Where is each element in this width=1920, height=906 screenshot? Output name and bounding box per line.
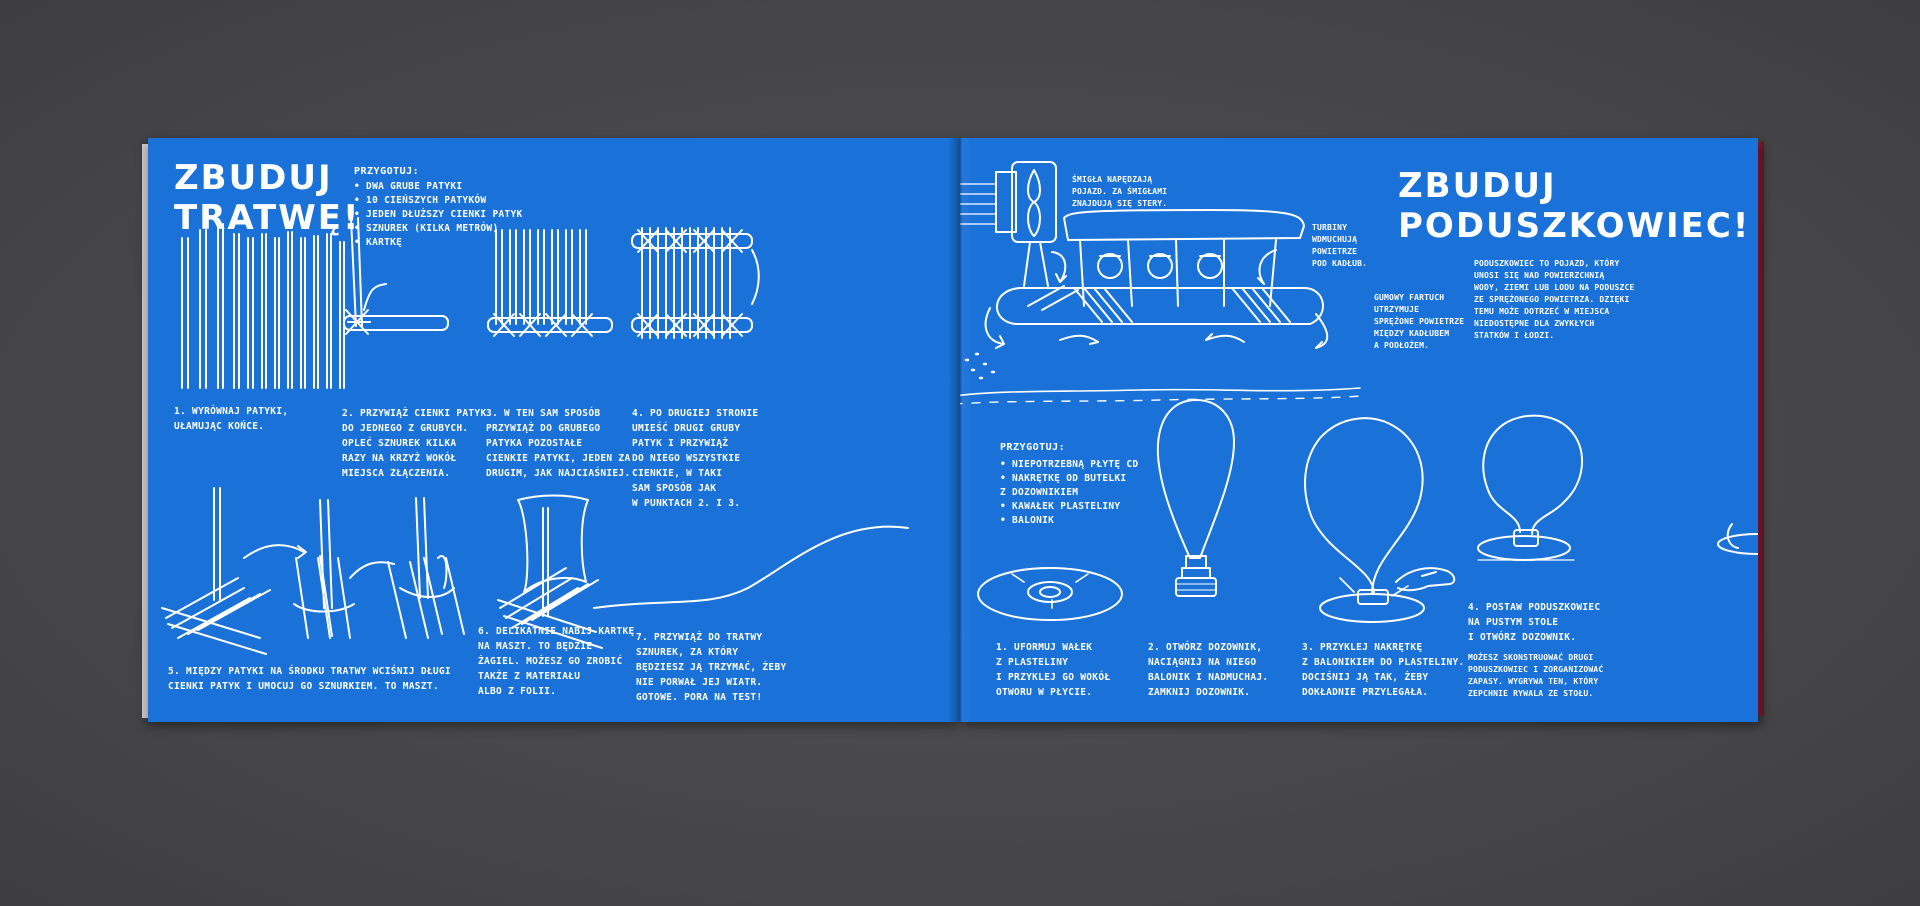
raft-illustrations — [161, 217, 909, 655]
raft-step-5: 5. MIĘDZY PATYKI NA ŚRODKU TRATWY WCIŚNI… — [168, 666, 451, 692]
left-page-edge — [142, 144, 150, 718]
right-page-hovercraft: ZBUDUJ PODUSZKOWIEC! PODUSZKOWIEC TO POJ… — [960, 138, 1758, 722]
tie-first-stick-illustration — [343, 217, 449, 335]
annotation-propellers: ŚMIGŁA NAPĘDZAJĄ POJAZD. ZA ŚMIGŁAMI ZNA… — [1072, 175, 1168, 208]
raft-materials-list: DWA GRUBE PATYKI 10 CIEŃSZYCH PATYKÓW JE… — [354, 180, 523, 250]
tie-remaining-sticks-illustration — [487, 229, 613, 337]
open-booklet: ZBUDUJ TRATWĘ! PRZYGOTUJ: DWA GRUBE PATY… — [142, 134, 1768, 724]
list-item: BALONIK — [1000, 514, 1138, 528]
aligned-sticks-illustration — [181, 223, 345, 389]
hovercraft-intro: PODUSZKOWIEC TO POJAZD, KTÓRY UNOSI SIĘ … — [1474, 259, 1635, 340]
book-spine-gutter — [948, 138, 972, 722]
hovercraft-step-1: 1. UFORMUJ WAŁEK Z PLASTELINY I PRZYKLEJ… — [996, 642, 1111, 698]
raft-prepare-header: PRZYGOTUJ: — [354, 166, 420, 177]
hovercraft-prepare-header: PRZYGOTUJ: — [1000, 442, 1066, 453]
hovercraft-materials-list: NIEPOTRZEBNĄ PŁYTĘ CD NAKRĘTKĘ OD BUTELK… — [1000, 458, 1138, 528]
raft-title: ZBUDUJ TRATWĘ! — [174, 158, 360, 238]
hovercraft-diagram — [960, 161, 1363, 405]
raft-step-7: 7. PRZYWIĄŻ DO TRATWY SZNUREK, ZA KTÓRY … — [636, 632, 787, 703]
list-item: KARTKĘ — [354, 236, 523, 250]
raft-title-line-1: ZBUDUJ — [174, 158, 333, 198]
list-item: KAWAŁEK PLASTELINY — [1000, 500, 1138, 514]
raft-with-sail-illustration — [497, 494, 909, 649]
hovercraft-illustrations — [960, 161, 1758, 623]
right-page-edge — [1756, 142, 1764, 716]
hovercraft-step-2: 2. OTWÓRZ DOZOWNIK, NACIĄGNIJ NA NIEGO B… — [1148, 642, 1269, 698]
cd-with-plasticine-illustration — [977, 567, 1123, 621]
annotation-rubber-skirt: GUMOWY FARTUCH UTRZYMUJE SPRĘŻONE POWIET… — [1374, 293, 1465, 350]
left-page-raft: ZBUDUJ TRATWĘ! PRZYGOTUJ: DWA GRUBE PATY… — [148, 138, 960, 722]
list-item: NIEPOTRZEBNĄ PŁYTĘ CD — [1000, 458, 1138, 472]
raft-step-4: 4. PO DRUGIEJ STRONIE UMIEŚĆ DRUGI GRUBY… — [632, 408, 759, 509]
raft-step-3: 3. W TEN SAM SPOSÓB PRZYWIĄŻ DO GRUBEGO … — [486, 408, 631, 479]
raft-step-2: 2. PRZYWIĄŻ CIENKI PATYK DO JEDNEGO Z GR… — [342, 408, 487, 479]
hovercraft-title: ZBUDUJ PODUSZKOWIEC! — [1398, 166, 1750, 246]
raft-step-1: 1. WYRÓWNAJ PATYKI, UŁAMUJĄC KOŃCE. — [174, 406, 289, 432]
hovercraft-extra-note: MOŻESZ SKONSTRUOWAĆ DRUGI PODUSZKOWIEC I… — [1468, 653, 1604, 698]
list-item: NAKRĘTKĘ OD BUTELKI Z DOZOWNIKIEM — [1000, 472, 1138, 500]
second-thick-stick-illustration — [631, 227, 760, 339]
hovercraft-title-line-2: PODUSZKOWIEC! — [1398, 206, 1751, 246]
annotation-turbines: TURBINY WDMUCHUJĄ POWIETRZE POD KADŁUB. — [1312, 223, 1368, 268]
finished-hovercraft-illustration — [1477, 414, 1758, 561]
hovercraft-step-3: 3. PRZYKLEJ NAKRĘTKĘ Z BALONIKIEM DO PLA… — [1302, 642, 1465, 698]
list-item: 10 CIEŃSZYCH PATYKÓW — [354, 194, 523, 208]
list-item: JEDEN DŁUŻSZY CIENKI PATYK — [354, 208, 523, 222]
raft-title-line-2: TRATWĘ! — [174, 198, 361, 238]
raft-step-6: 6. DELIKATNIE NABIJ KARTKĘ NA MASZT. TO … — [478, 626, 635, 697]
list-item: DWA GRUBE PATYKI — [354, 180, 523, 194]
balloon-on-nozzle-illustration — [1156, 399, 1235, 597]
list-item: SZNUREK (KILKA METRÓW) — [354, 222, 523, 236]
raft-with-mast-illustration — [161, 487, 465, 655]
balloon-attached-to-cd-illustration — [1304, 417, 1456, 623]
hovercraft-step-4: 4. POSTAW PODUSZKOWIEC NA PUSTYM STOLE I… — [1468, 602, 1601, 643]
hovercraft-title-line-1: ZBUDUJ — [1398, 166, 1557, 206]
